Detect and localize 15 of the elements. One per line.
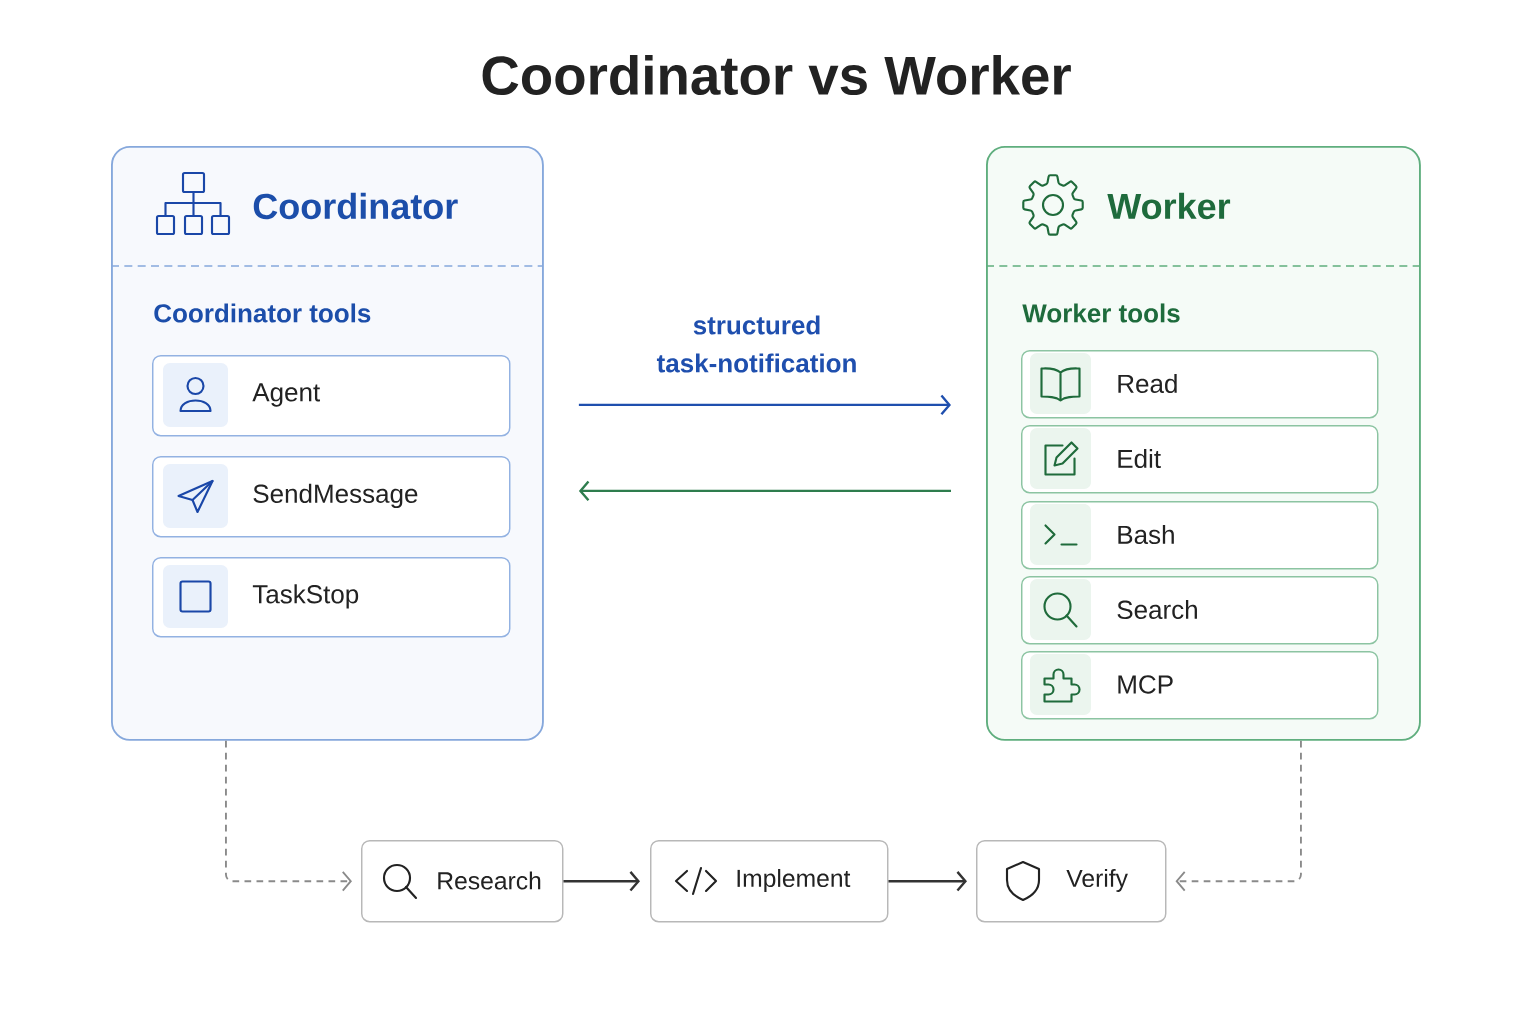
dashed-arrow <box>1175 739 1302 892</box>
step-box: Implement <box>650 840 889 923</box>
arrow <box>563 871 640 892</box>
edge-label: structured task-notification <box>656 315 856 373</box>
step-box: Research <box>361 840 564 923</box>
section-label: Worker tools <box>1022 303 1180 323</box>
step-box: Verify <box>976 840 1167 923</box>
panel-heading: Worker <box>1107 192 1231 220</box>
arrow <box>578 394 951 416</box>
arrow <box>888 871 967 892</box>
section-label: Coordinator tools <box>154 303 371 323</box>
dashed-arrow <box>225 739 352 892</box>
arrow <box>578 480 951 502</box>
panel-heading: Coordinator <box>253 192 458 220</box>
title: Coordinator vs Worker <box>482 54 1071 96</box>
